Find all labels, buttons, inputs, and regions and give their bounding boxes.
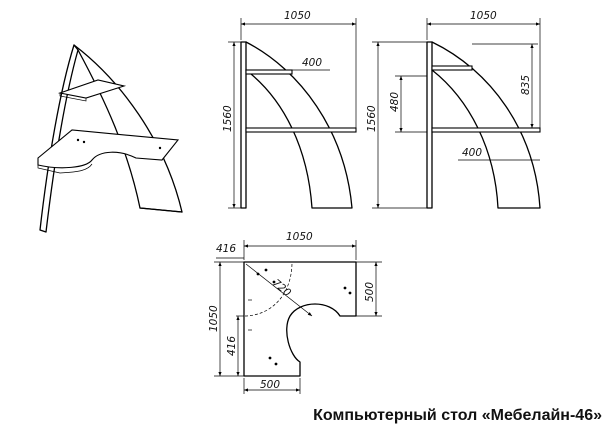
- dim-side-width: 1050: [470, 10, 497, 22]
- dim-plan-left-offset: 416: [216, 243, 236, 255]
- dim-front-shelf: 400: [302, 57, 322, 69]
- dim-plan-left-height: 416: [226, 336, 238, 356]
- dim-plan-right-height: 500: [364, 282, 376, 302]
- dim-side-shelf-top: 480: [389, 92, 401, 112]
- dim-plan-bottom: 500: [260, 379, 280, 391]
- front-view: [228, 18, 357, 209]
- dim-front-width: 1050: [284, 10, 311, 22]
- dim-plan-width: 1050: [286, 231, 313, 243]
- dim-side-shelf-low: 400: [462, 147, 482, 159]
- caption: Компьютерный стол «Мебелайн-46»: [313, 407, 602, 424]
- dim-side-height: 1560: [366, 105, 378, 132]
- dim-front-height: 1560: [222, 105, 234, 132]
- isometric-view: [37, 44, 183, 233]
- side-view: [372, 18, 541, 209]
- dim-plan-height: 1050: [208, 305, 220, 332]
- plan-view: [214, 240, 382, 394]
- dim-side-upper: 835: [520, 75, 532, 95]
